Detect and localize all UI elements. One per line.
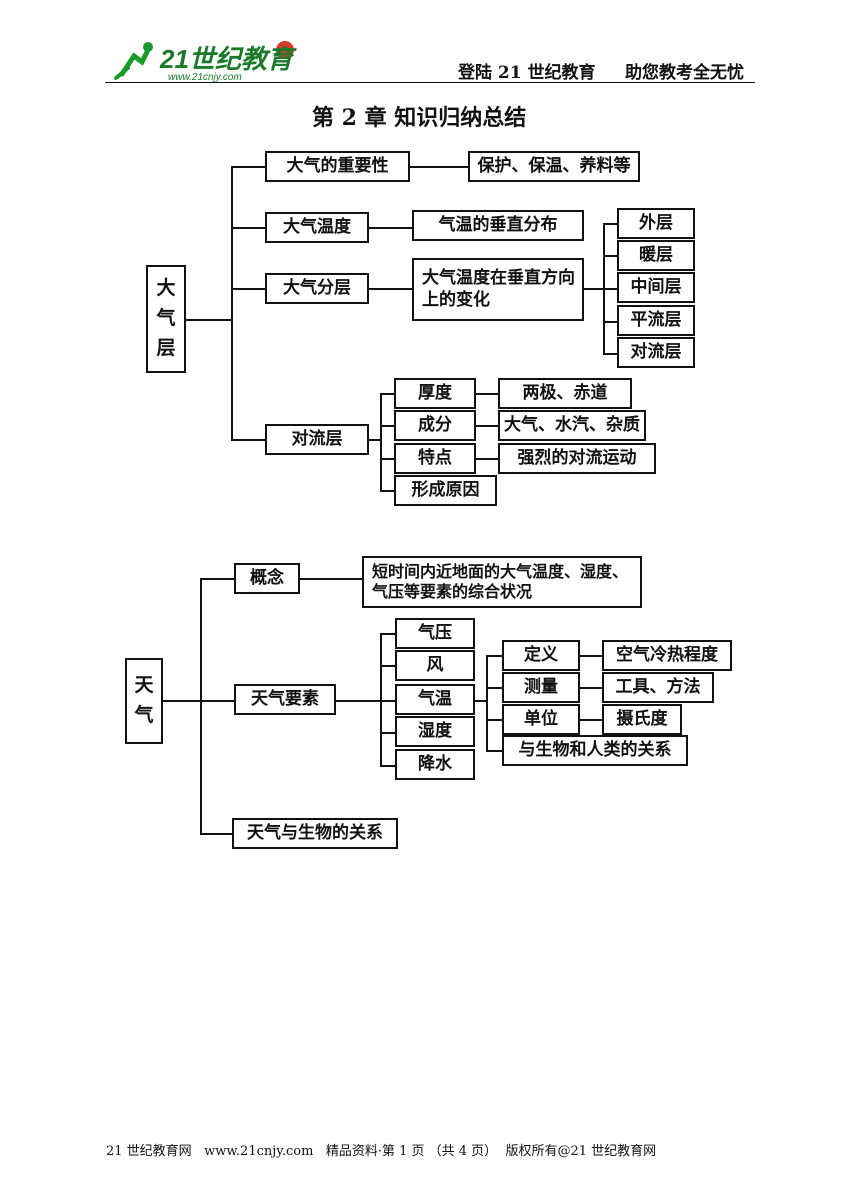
- weather-root-box: 天气: [125, 658, 163, 744]
- atmosphere-trunk: [231, 166, 233, 440]
- concept-detail-box: 短时间内近地面的大气温度、湿度、气压等要素的综合状况: [362, 556, 642, 608]
- tropo-item-box: 特点: [394, 443, 476, 474]
- weather-element-box: 气温: [395, 684, 475, 715]
- layering-detail-box: 大气温度在垂直方向上的变化: [412, 258, 584, 321]
- header-slogan-left: 登陆 21 世纪教育: [458, 63, 596, 83]
- tropo-detail-box: 大气、水汽、杂质: [498, 410, 646, 441]
- weather-element-box: 气压: [395, 618, 475, 649]
- temp-item-box: 单位: [502, 704, 580, 735]
- weather-element-box: 降水: [395, 749, 475, 780]
- weather-bio-box: 天气与生物的关系: [232, 818, 398, 849]
- tropo-detail-box: 强烈的对流运动: [498, 443, 656, 474]
- site-logo: 21世纪教育 www.21cnjy.com: [108, 38, 308, 83]
- layering-box: 大气分层: [265, 273, 369, 304]
- tropo-bracket: [380, 393, 382, 491]
- temp-detail-box: 空气冷热程度: [602, 640, 732, 671]
- layer-box: 对流层: [617, 337, 695, 368]
- temp-item-box: 定义: [502, 640, 580, 671]
- tropo-item-box: 厚度: [394, 378, 476, 409]
- page-title: 第 2 章 知识归纳总结: [312, 105, 527, 131]
- layer-box: 中间层: [617, 272, 695, 303]
- header-slogan-right: 助您教考全无忧: [625, 63, 744, 83]
- temp-detail-box: 工具、方法: [602, 672, 714, 703]
- weather-trunk: [200, 578, 202, 834]
- atmosphere-root-box: 大气层: [146, 265, 186, 373]
- tropo-item-box: 形成原因: [394, 475, 497, 506]
- layer-box: 外层: [617, 208, 695, 239]
- header-rule: [105, 82, 755, 83]
- tropo-item-box: 成分: [394, 410, 476, 441]
- layer-box: 平流层: [617, 305, 695, 336]
- troposphere-box: 对流层: [265, 424, 369, 455]
- temperature-detail-box: 气温的垂直分布: [412, 210, 584, 241]
- bio-relation-box: 与生物和人类的关系: [502, 735, 688, 766]
- temp-bracket: [486, 655, 488, 751]
- tropo-detail-box: 两极、赤道: [498, 378, 632, 409]
- weather-element-box: 湿度: [395, 716, 475, 747]
- page-footer: 21 世纪教育网 www.21cnjy.com 精品资料·第 1 页 （共 4 …: [106, 1144, 657, 1159]
- temp-item-box: 测量: [502, 672, 580, 703]
- importance-detail-box: 保护、保温、养料等: [468, 151, 640, 182]
- logo-icon: 21世纪教育 www.21cnjy.com: [114, 41, 297, 83]
- elements-bracket: [380, 633, 382, 766]
- temperature-box: 大气温度: [265, 212, 369, 243]
- concept-box: 概念: [234, 563, 300, 594]
- layer-box: 暖层: [617, 240, 695, 271]
- svg-text:www.21cnjy.com: www.21cnjy.com: [168, 72, 242, 82]
- svg-text:21世纪教育: 21世纪教育: [159, 44, 297, 74]
- weather-elements-box: 天气要素: [234, 684, 336, 715]
- weather-element-box: 风: [395, 650, 475, 681]
- importance-box: 大气的重要性: [265, 151, 410, 182]
- temp-detail-box: 摄氏度: [602, 704, 682, 735]
